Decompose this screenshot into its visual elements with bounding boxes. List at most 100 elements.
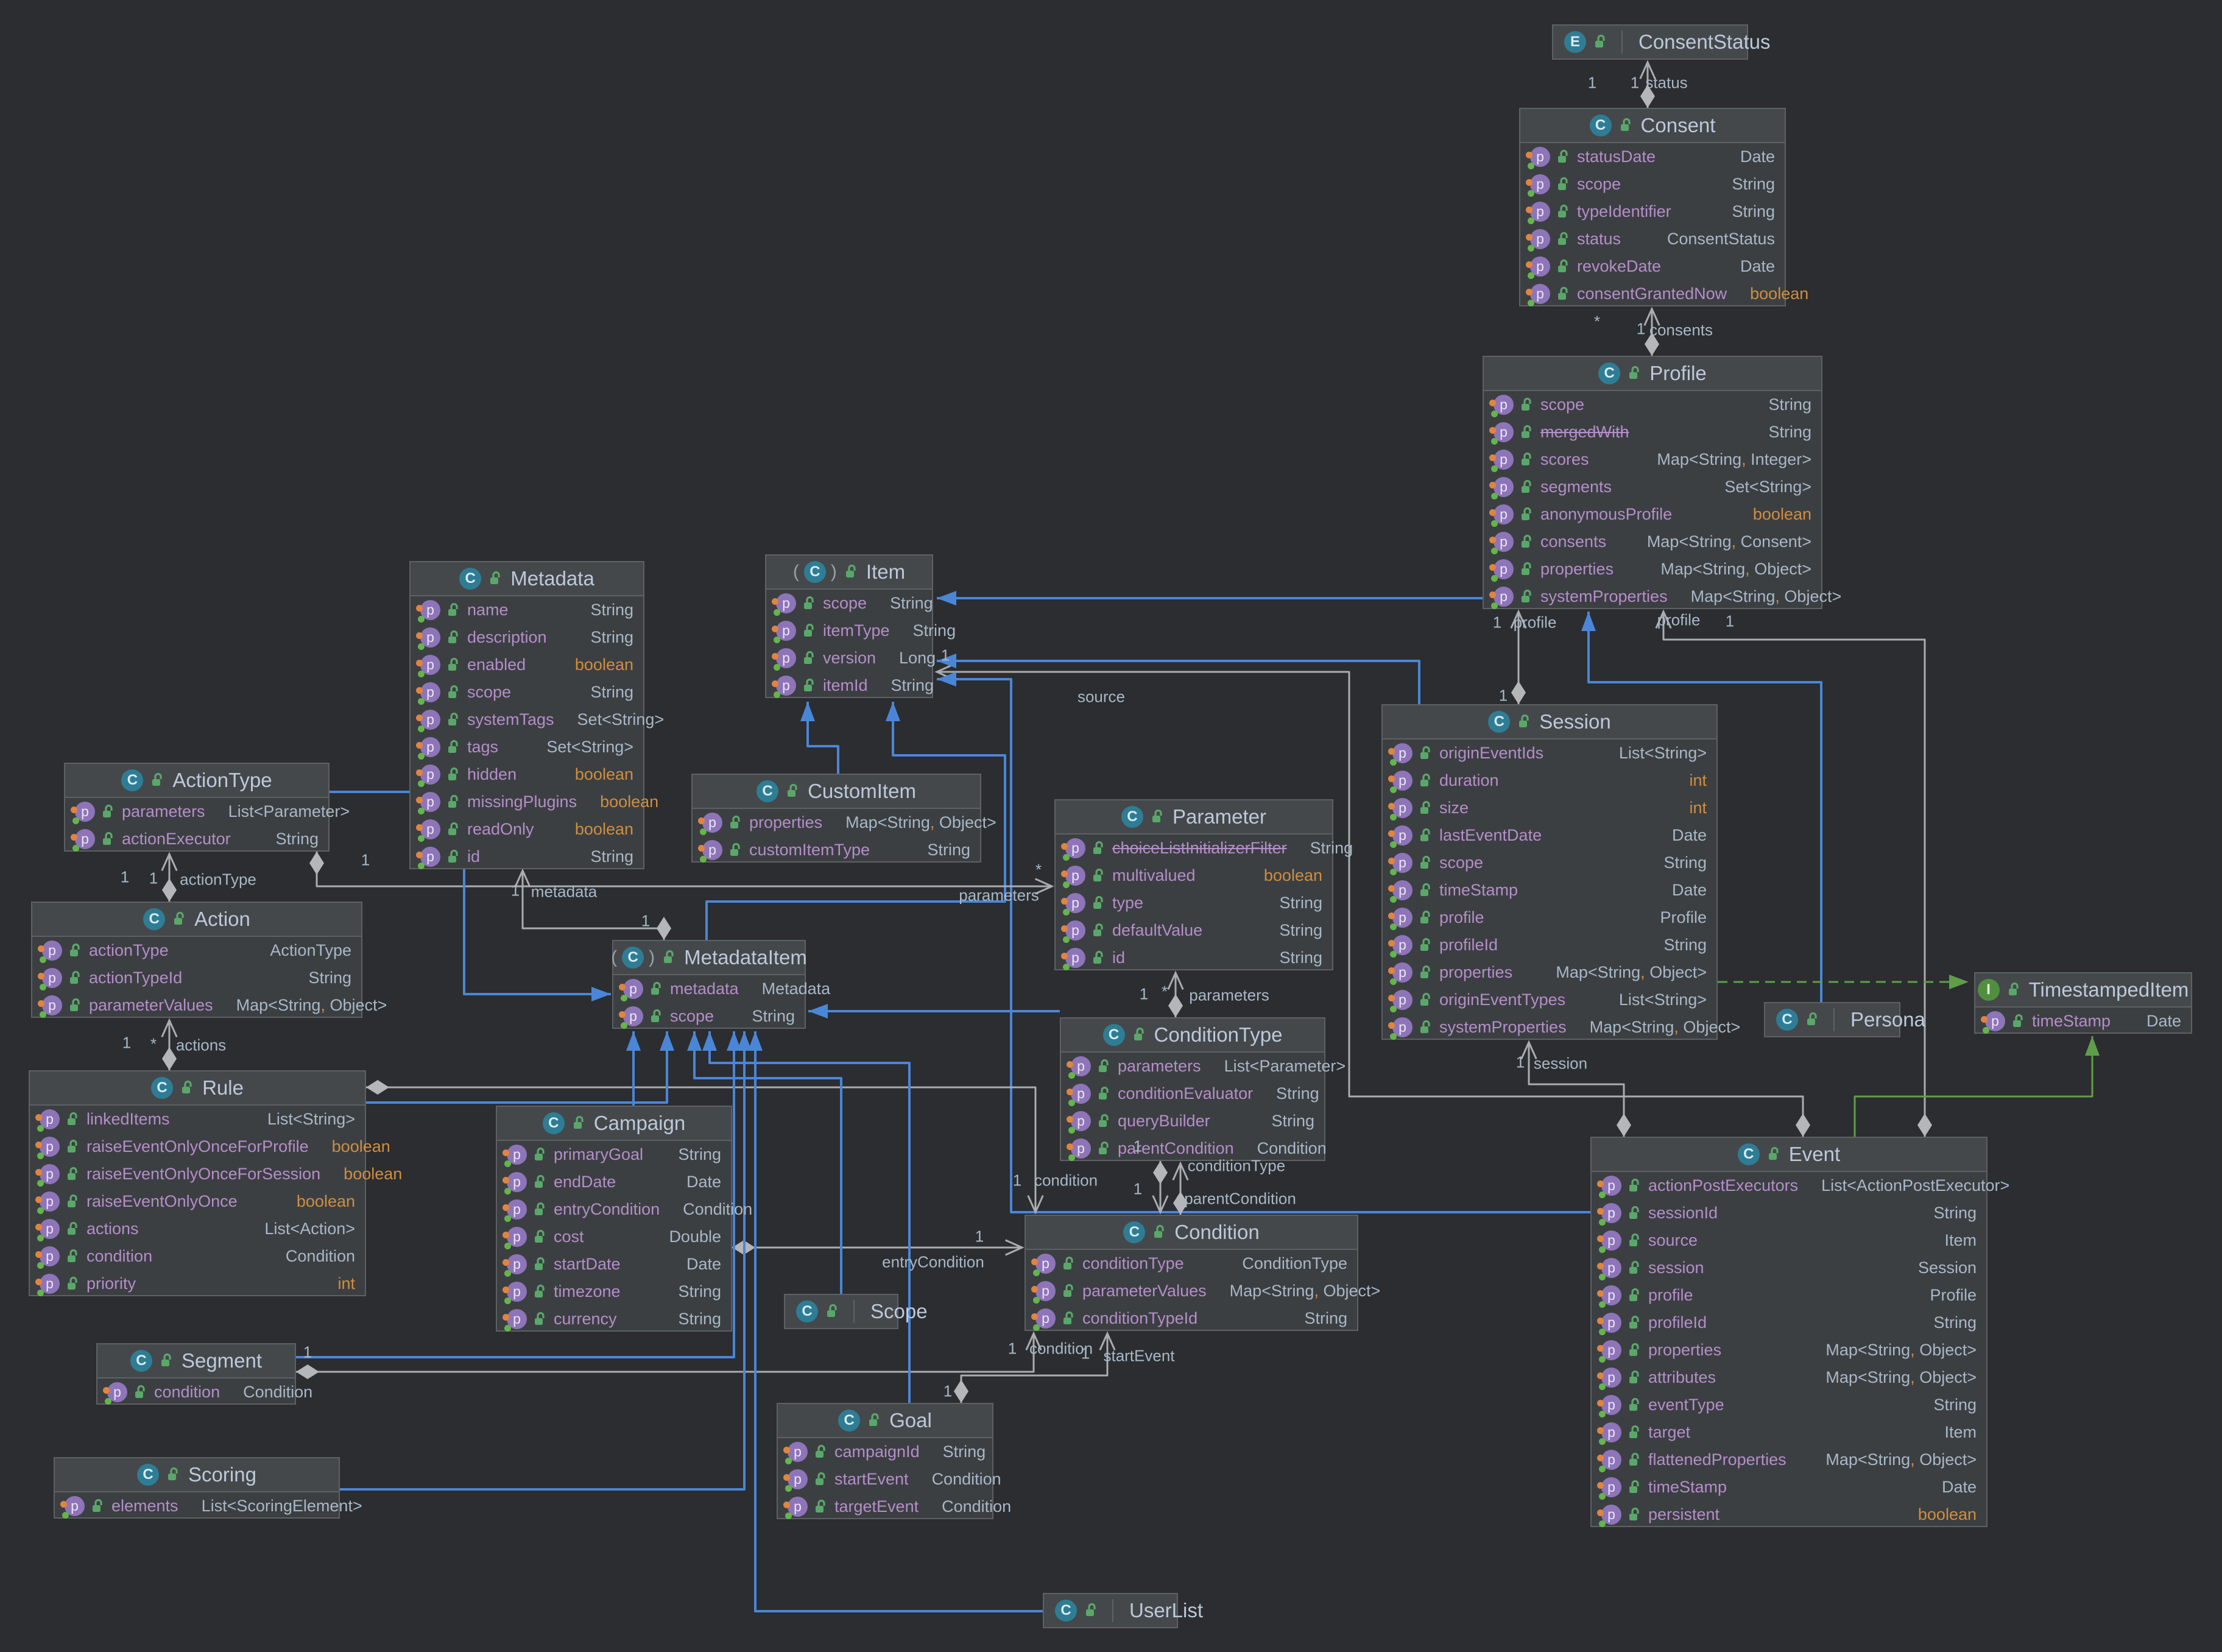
property-row[interactable]: psessionIdString: [1592, 1199, 1986, 1227]
property-row[interactable]: pentryConditionCondition: [497, 1196, 752, 1223]
property-row[interactable]: psystemPropertiesMap<String, Object>: [1383, 1014, 1740, 1041]
property-row[interactable]: ptimeStampDate: [1383, 877, 1716, 904]
property-row[interactable]: phiddenboolean: [411, 761, 643, 788]
property-row[interactable]: ppropertiesMap<String, Object>: [693, 809, 996, 836]
property-row[interactable]: pactionPostExecutorsList<ActionPostExecu…: [1592, 1172, 2009, 1199]
class-conditiontype[interactable]: CConditionTypepparametersList<Parameter>…: [1060, 1017, 1346, 1161]
property-row[interactable]: pidString: [1056, 944, 1332, 972]
property-row[interactable]: psystemTagsSet<String>: [411, 706, 664, 733]
property-row[interactable]: pqueryBuilderString: [1061, 1107, 1324, 1135]
class-parameter[interactable]: CParameterpchoiceListInitializerFilterSt…: [1054, 799, 1353, 972]
property-row[interactable]: pprimaryGoalString: [497, 1141, 731, 1168]
property-row[interactable]: pitemTypeString: [766, 617, 956, 644]
class-event[interactable]: CEventpactionPostExecutorsList<ActionPos…: [1590, 1137, 2009, 1528]
property-row[interactable]: pmergedWithString: [1484, 418, 1821, 446]
property-row[interactable]: pparametersList<Parameter>: [1061, 1053, 1346, 1080]
property-row[interactable]: pconditionCondition: [97, 1378, 312, 1406]
property-row[interactable]: pstatusConsentStatus: [1520, 225, 1785, 253]
property-row[interactable]: pactionTypeIdString: [32, 964, 361, 992]
class-session[interactable]: CSessionporiginEventIdsList<String>pdura…: [1381, 704, 1740, 1041]
property-row[interactable]: pconditionTypeConditionType: [1026, 1250, 1357, 1277]
property-row[interactable]: pscopeString: [613, 1003, 805, 1030]
property-row[interactable]: pversionLong: [766, 644, 936, 672]
class-metadata[interactable]: CMetadatapnameStringpdescriptionStringpe…: [409, 561, 664, 869]
property-row[interactable]: pcampaignIdString: [778, 1438, 992, 1466]
property-row[interactable]: psourceItem: [1592, 1227, 1986, 1254]
property-row[interactable]: pprofileProfile: [1592, 1282, 1986, 1309]
class-consent[interactable]: CConsentpstatusDateDatepscopeStringptype…: [1519, 108, 1808, 308]
property-row[interactable]: ppersistentboolean: [1592, 1501, 1986, 1528]
property-row[interactable]: ppropertiesMap<String, Object>: [1484, 556, 1821, 583]
property-row[interactable]: ptimeStampDate: [1975, 1008, 2191, 1035]
property-row[interactable]: pstatusDateDate: [1520, 143, 1785, 171]
property-row[interactable]: pcustomItemTypeString: [693, 836, 980, 864]
class-consentstatus[interactable]: EConsentStatus: [1552, 24, 1770, 60]
class-scope[interactable]: CScope: [784, 1294, 928, 1329]
property-row[interactable]: pdescriptionString: [411, 624, 643, 651]
property-row[interactable]: pscopeString: [1520, 171, 1785, 198]
property-row[interactable]: pconsentsMap<String, Consent>: [1484, 528, 1821, 556]
property-row[interactable]: ppriorityint: [30, 1270, 365, 1297]
property-row[interactable]: pprofileIdString: [1592, 1309, 1986, 1336]
property-row[interactable]: pelementsList<ScoringElement>: [55, 1492, 362, 1520]
property-row[interactable]: praiseEventOnlyOnceForProfileboolean: [30, 1133, 390, 1160]
property-row[interactable]: pnameString: [411, 596, 643, 624]
property-row[interactable]: praiseEventOnlyOnceboolean: [30, 1188, 365, 1215]
property-row[interactable]: pattributesMap<String, Object>: [1592, 1364, 1986, 1391]
class-condition[interactable]: CConditionpconditionTypeConditionTypeppa…: [1025, 1215, 1380, 1332]
property-row[interactable]: prevokeDateDate: [1520, 253, 1785, 280]
property-row[interactable]: pflattenedPropertiesMap<String, Object>: [1592, 1446, 1986, 1474]
property-row[interactable]: plastEventDateDate: [1383, 822, 1716, 849]
property-row[interactable]: ppropertiesMap<String, Object>: [1383, 959, 1716, 986]
property-row[interactable]: pconditionCondition: [30, 1243, 365, 1270]
property-row[interactable]: peventTypeString: [1592, 1391, 1986, 1419]
property-row[interactable]: pactionsList<Action>: [30, 1215, 365, 1243]
property-row[interactable]: ptagsSet<String>: [411, 733, 643, 761]
class-action[interactable]: CActionpactionTypeActionTypepactionTypeI…: [31, 902, 387, 1018]
property-row[interactable]: ptargetEventCondition: [778, 1493, 1011, 1520]
class-metadataitem[interactable]: (C)MetadataItempmetadataMetadatapscopeSt…: [611, 940, 830, 1030]
property-row[interactable]: pprofileProfile: [1383, 904, 1716, 931]
class-userlist[interactable]: CUserList: [1043, 1593, 1203, 1628]
property-row[interactable]: pprofileIdString: [1383, 931, 1716, 959]
property-row[interactable]: pitemIdString: [766, 672, 934, 699]
property-row[interactable]: pchoiceListInitializerFilterString: [1056, 835, 1353, 862]
property-row[interactable]: pcostDouble: [497, 1223, 731, 1251]
class-item[interactable]: (C)ItempscopeStringpitemTypeStringpversi…: [765, 554, 956, 699]
property-row[interactable]: pscopeString: [766, 590, 933, 617]
class-segment[interactable]: CSegmentpconditionCondition: [96, 1343, 312, 1406]
property-row[interactable]: pmultivaluedboolean: [1056, 862, 1332, 889]
property-row[interactable]: pconditionEvaluatorString: [1061, 1080, 1324, 1107]
property-row[interactable]: pconditionTypeIdString: [1026, 1305, 1357, 1332]
property-row[interactable]: pmetadataMetadata: [613, 975, 830, 1003]
property-row[interactable]: pscopeString: [1383, 849, 1716, 877]
class-scoring[interactable]: CScoringpelementsList<ScoringElement>: [54, 1457, 362, 1520]
property-row[interactable]: pstartDateDate: [497, 1251, 731, 1278]
property-row[interactable]: psystemPropertiesMap<String, Object>: [1484, 583, 1841, 610]
property-row[interactable]: pendDateDate: [497, 1168, 731, 1196]
property-row[interactable]: pscoresMap<String, Integer>: [1484, 446, 1821, 473]
property-row[interactable]: pscopeString: [411, 679, 643, 706]
property-row[interactable]: ppropertiesMap<String, Object>: [1592, 1336, 1986, 1364]
property-row[interactable]: poriginEventIdsList<String>: [1383, 740, 1716, 767]
class-profile[interactable]: CProfilepscopeStringpmergedWithStringpsc…: [1483, 356, 1841, 610]
class-goal[interactable]: CGoalpcampaignIdStringpstartEventConditi…: [777, 1403, 1011, 1520]
property-row[interactable]: pdefaultValueString: [1056, 917, 1332, 944]
class-customitem[interactable]: CCustomItemppropertiesMap<String, Object…: [691, 774, 996, 864]
property-row[interactable]: poriginEventTypesList<String>: [1383, 986, 1716, 1014]
class-rule[interactable]: CRuleplinkedItemsList<String>praiseEvent…: [29, 1070, 402, 1297]
property-row[interactable]: pcurrencyString: [497, 1305, 731, 1333]
property-row[interactable]: pconsentGrantedNowboolean: [1520, 280, 1808, 308]
property-row[interactable]: pstartEventCondition: [778, 1466, 1001, 1493]
property-row[interactable]: ptimezoneString: [497, 1278, 731, 1305]
property-row[interactable]: praiseEventOnlyOnceForSessionboolean: [30, 1160, 402, 1188]
property-row[interactable]: pparameterValuesMap<String, Object>: [1026, 1277, 1380, 1305]
property-row[interactable]: pmissingPluginsboolean: [411, 788, 658, 816]
property-row[interactable]: ptimeStampDate: [1592, 1474, 1986, 1501]
property-row[interactable]: psessionSession: [1592, 1254, 1986, 1282]
property-row[interactable]: ptypeString: [1056, 889, 1332, 917]
class-campaign[interactable]: CCampaignpprimaryGoalStringpendDateDatep…: [496, 1106, 752, 1333]
property-row[interactable]: pscopeString: [1484, 391, 1821, 418]
class-timestampeditem[interactable]: ITimestampedItemptimeStampDate: [1974, 972, 2192, 1034]
